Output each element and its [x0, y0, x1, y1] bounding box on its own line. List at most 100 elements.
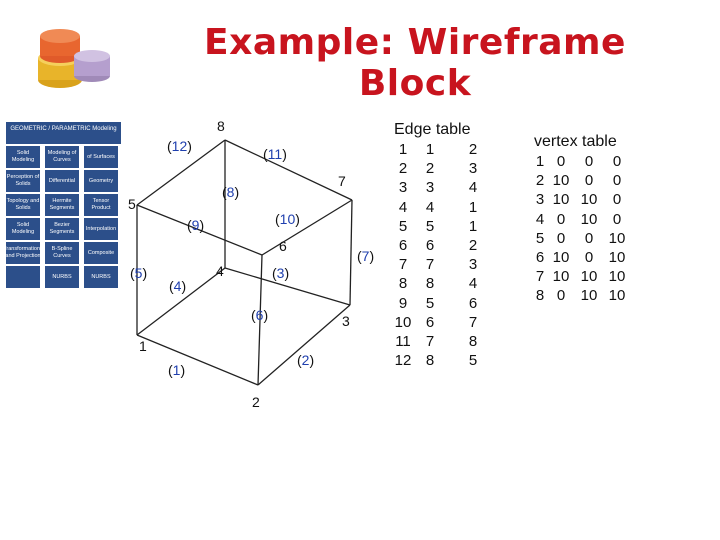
edge-table-cell: 7	[398, 256, 408, 274]
vertex-table-cell: 10	[552, 249, 570, 267]
edge-label-10: (10)	[275, 211, 300, 227]
nav-cell[interactable]	[6, 266, 40, 288]
nav-cell[interactable]: Perception of Solids	[6, 170, 40, 192]
vertex-label-7: 7	[338, 173, 346, 189]
edge-table-cell: 5	[468, 352, 478, 370]
vertex-table-cell: 1	[535, 153, 545, 170]
vertex-table-cell: 10	[608, 287, 626, 305]
vertex-table-cell: 0	[556, 210, 566, 228]
edge-table-cell: 5	[425, 294, 435, 312]
vertex-label-6: 6	[279, 238, 287, 254]
edge-table-cell: 1	[398, 141, 408, 158]
vertex-label-8: 8	[217, 118, 225, 134]
edge-table-cell: 5	[398, 217, 408, 235]
nav-cell[interactable]: NURBS	[84, 266, 118, 288]
vertex-table-cell: 6	[535, 249, 545, 267]
vertex-table-cell: 0	[556, 287, 566, 305]
vertex-label-3: 3	[342, 313, 350, 329]
edge-table-cell: 8	[468, 333, 478, 351]
page-title: Example: Wireframe Block	[204, 22, 626, 104]
edge-label-7: (7)	[357, 248, 375, 264]
edge-table-cell: 4	[468, 179, 478, 197]
edge-label-4: (4)	[169, 278, 187, 294]
vertex-table-cell: 0	[612, 191, 622, 209]
edge-table-cell: 12	[394, 352, 412, 370]
vertex-label-4: 4	[216, 263, 224, 279]
vertex-table-cell: 0	[584, 229, 594, 247]
vertex-table-cell: 0	[612, 153, 622, 170]
edge-label-8: (8)	[222, 184, 240, 200]
nav-cell[interactable]: of Surfaces	[84, 146, 118, 168]
nav-cell[interactable]: Solid Modeling	[6, 218, 40, 240]
nav-cell[interactable]: Topology and Solids	[6, 194, 40, 216]
edge-table-cell: 1	[468, 217, 478, 235]
edge-table-cell: 5	[425, 217, 435, 235]
edge-label-2: (2)	[297, 352, 315, 368]
nav-cell[interactable]: NURBS	[45, 266, 79, 288]
edge-label-9: (9)	[187, 217, 205, 233]
edge-table-cell: 7	[425, 256, 435, 274]
edge-table-cell: 2	[468, 237, 478, 255]
edge-table-cell: 4	[468, 275, 478, 293]
edge-table-cell: 3	[468, 256, 478, 274]
edge-table-cell: 6	[398, 237, 408, 255]
cube-edge-2	[257, 304, 351, 386]
edge-table-cell: 9	[398, 294, 408, 312]
nav-cell[interactable]: Solid Modeling	[6, 146, 40, 168]
edge-table-cell: 1	[425, 141, 435, 158]
edge-table-cell: 1	[468, 198, 478, 216]
edge-table-cell: 2	[468, 141, 478, 158]
edge-label-1: (1)	[168, 362, 186, 378]
nav-cell[interactable]: Tensor Product	[84, 194, 118, 216]
vertex-table-cell: 2	[535, 172, 545, 190]
vertex-table-cell: 0	[556, 229, 566, 247]
nav-cell[interactable]: Hermite Segments	[45, 194, 79, 216]
edge-table-cell: 2	[425, 160, 435, 178]
sidebar-nav: GEOMETRIC / PARAMETRIC Modeling Solid Mo…	[0, 0, 125, 300]
nav-cell[interactable]: Composite	[84, 242, 118, 264]
edge-table-cell: 3	[398, 179, 408, 197]
vertex-table-cell: 10	[608, 229, 626, 247]
nav-cell[interactable]: Differential	[45, 170, 79, 192]
nav-cell[interactable]: Bezier Segments	[45, 218, 79, 240]
vertex-table-cell: 0	[584, 153, 594, 170]
vertex-table-cell: 0	[556, 153, 566, 170]
vertex-table-cell: 0	[584, 172, 594, 190]
nav-cell[interactable]: Transformations and Projection	[6, 242, 40, 264]
vertex-table-cell: 10	[580, 191, 598, 209]
vertex-table-cell: 10	[608, 268, 626, 286]
nav-header[interactable]: GEOMETRIC / PARAMETRIC Modeling	[6, 122, 121, 144]
nav-cell[interactable]: Geometry	[84, 170, 118, 192]
edge-label-6: (6)	[251, 307, 269, 323]
edge-table-cell: 4	[398, 198, 408, 216]
vertex-label-5: 5	[128, 196, 136, 212]
edge-table-cell: 8	[425, 275, 435, 293]
edge-table-cell: 3	[468, 160, 478, 178]
vertex-table-cell: 5	[535, 229, 545, 247]
edge-label-5: (5)	[130, 265, 148, 281]
edge-table-cell: 6	[425, 313, 435, 331]
vertex-label-1: 1	[139, 338, 147, 354]
vertex-table-cell: 8	[535, 287, 545, 305]
nav-cell[interactable]: B-Spline Curves	[45, 242, 79, 264]
vertex-table-cell: 0	[612, 210, 622, 228]
edge-table-cell: 4	[425, 198, 435, 216]
nav-cell[interactable]: Modeling of Curves	[45, 146, 79, 168]
database-logo-icon	[30, 18, 140, 103]
nav-cell[interactable]: Interpolation	[84, 218, 118, 240]
edge-table-cell: 8	[398, 275, 408, 293]
